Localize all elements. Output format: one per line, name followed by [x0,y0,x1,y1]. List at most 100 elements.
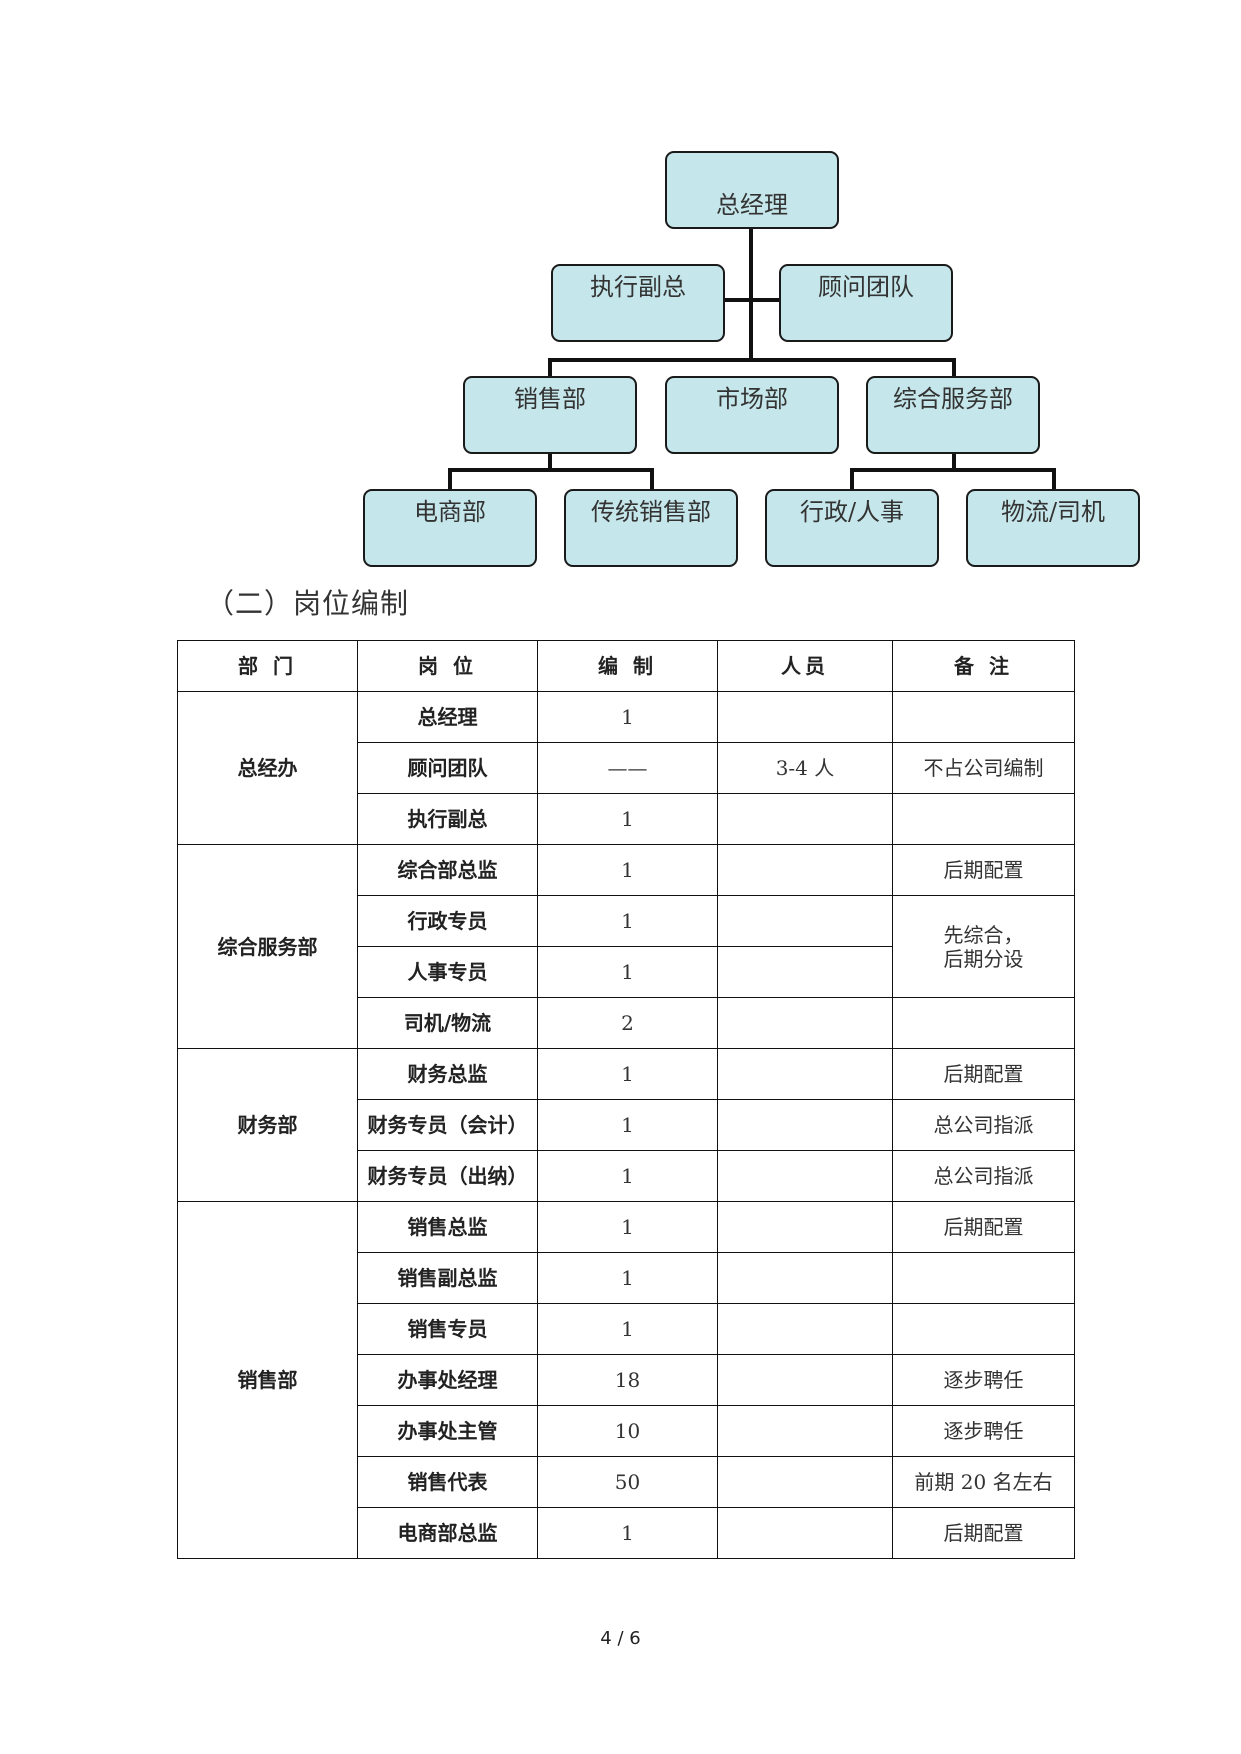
org-node-admin-hr: 行政/人事 [765,489,939,567]
org-node-label: 总经理 [716,191,788,219]
people-cell [717,793,893,845]
quota-cell: 1 [537,793,718,845]
org-node-sales-dept: 销售部 [463,376,637,454]
org-node-traditional-sales-dept: 传统销售部 [564,489,738,567]
note-line: 先综合， [943,922,1024,947]
note-cell: 前期 20 名左右 [892,1456,1075,1508]
note-cell: 后期配置 [892,844,1075,896]
dept-cell: 总经办 [177,691,358,845]
org-node-label: 传统销售部 [591,498,711,526]
table-row: 财务专员（出纳） 1 总公司指派 [178,1150,1075,1202]
org-node-label: 电商部 [414,498,486,526]
note-line: 后期分设 [943,946,1024,971]
people-cell [717,1048,893,1100]
note-cell [892,1252,1075,1304]
table-header-row: 部 门 岗 位 编 制 人员 备 注 [177,640,1075,692]
people-cell [717,1456,893,1508]
dept-cell: 综合服务部 [177,844,358,1049]
org-node-label: 市场部 [716,385,788,413]
table-row: 财务部 财务总监 1 后期配置 [177,1048,1075,1202]
table-row: 司机/物流 2 [178,997,1075,1049]
org-node-label: 行政/人事 [800,498,904,526]
org-node-label: 顾问团队 [818,273,914,301]
post-cell: 办事处经理 [357,1354,538,1406]
people-cell [717,1252,893,1304]
table-row: 财务专员（会计） 1 总公司指派 [178,1099,1075,1151]
people-cell [717,997,893,1049]
page-indicator: 4 / 6 [600,1628,641,1649]
note-cell: 逐步聘任 [892,1354,1075,1406]
note-cell [892,997,1075,1049]
quota-cell: —— [537,742,718,794]
people-cell [717,1150,893,1202]
people-cell [717,1507,893,1559]
header-quota: 编 制 [537,640,718,692]
org-node-ecommerce-dept: 电商部 [363,489,537,567]
quota-cell: 1 [537,1507,718,1559]
quota-cell: 1 [537,946,718,998]
org-node-general-manager: 总经理 [665,151,839,229]
connector-level3-bar [548,358,956,377]
post-cell: 销售总监 [357,1201,538,1253]
table-row: 销售专员 1 [178,1303,1075,1355]
header-people: 人员 [717,640,893,692]
post-cell: 综合部总监 [357,844,538,896]
post-cell: 销售副总监 [357,1252,538,1304]
org-chart: 总经理 执行副总 顾问团队 销售部 市场部 综合服务部 电商部 传统销售部 行政… [363,151,1140,567]
connector-service-children [850,452,1056,491]
org-node-advisory-team: 顾问团队 [779,264,953,342]
table-row: 销售副总监 1 [178,1252,1075,1304]
note-cell: 后期配置 [892,1201,1075,1253]
org-node-label: 物流/司机 [1001,498,1105,526]
header-note: 备 注 [892,640,1075,692]
quota-cell: 1 [537,1048,718,1100]
people-cell [717,1354,893,1406]
note-cell [892,793,1075,845]
post-cell: 顾问团队 [357,742,538,794]
post-cell: 执行副总 [357,793,538,845]
quota-cell: 1 [537,1201,718,1253]
note-cell: 总公司指派 [892,1150,1075,1202]
people-cell [717,1303,893,1355]
quota-cell: 1 [537,691,718,743]
note-cell-merged: 先综合， 后期分设 [892,895,1075,998]
note-cell [892,1303,1075,1355]
table-row: 总经办 总经理 1 [177,691,1075,845]
org-node-label: 销售部 [514,385,586,413]
people-cell [717,691,893,743]
post-cell: 人事专员 [357,946,538,998]
table-row: 执行副总 1 [178,793,1075,845]
note-cell [892,691,1075,743]
people-cell [717,1099,893,1151]
post-cell: 财务专员（会计） [357,1099,538,1151]
org-node-label: 综合服务部 [893,385,1013,413]
note-cell: 总公司指派 [892,1099,1075,1151]
note-cell: 后期配置 [892,1048,1075,1100]
table-row: 行政专员 1 先综合， 后期分设 [178,895,1075,998]
people-cell [717,895,893,947]
people-cell [717,1201,893,1253]
quota-cell: 18 [537,1354,718,1406]
quota-cell: 1 [537,844,718,896]
quota-cell: 1 [537,1252,718,1304]
table-row: 销售代表 50 前期 20 名左右 [178,1456,1075,1508]
section-title: （二）岗位编制 [206,587,410,620]
post-cell: 销售代表 [357,1456,538,1508]
table-row: 销售部 销售总监 1 后期配置 [177,1201,1075,1559]
people-cell [717,844,893,896]
post-cell: 财务总监 [357,1048,538,1100]
org-node-logistics-driver: 物流/司机 [966,489,1140,567]
post-cell: 财务专员（出纳） [357,1150,538,1202]
connector-sales-children [448,452,654,491]
table-row: 办事处主管 10 逐步聘任 [178,1405,1075,1457]
quota-cell: 50 [537,1456,718,1508]
staffing-table: 部 门 岗 位 编 制 人员 备 注 总经办 总经理 1 顾问团队 —— 3-4… [177,640,1075,1559]
dept-cell: 财务部 [177,1048,358,1202]
people-cell [717,946,893,998]
org-node-executive-vp: 执行副总 [551,264,725,342]
post-cell: 电商部总监 [357,1507,538,1559]
people-cell: 3-4 人 [717,742,893,794]
header-dept: 部 门 [177,640,358,692]
post-cell: 司机/物流 [357,997,538,1049]
note-cell: 后期配置 [892,1507,1075,1559]
